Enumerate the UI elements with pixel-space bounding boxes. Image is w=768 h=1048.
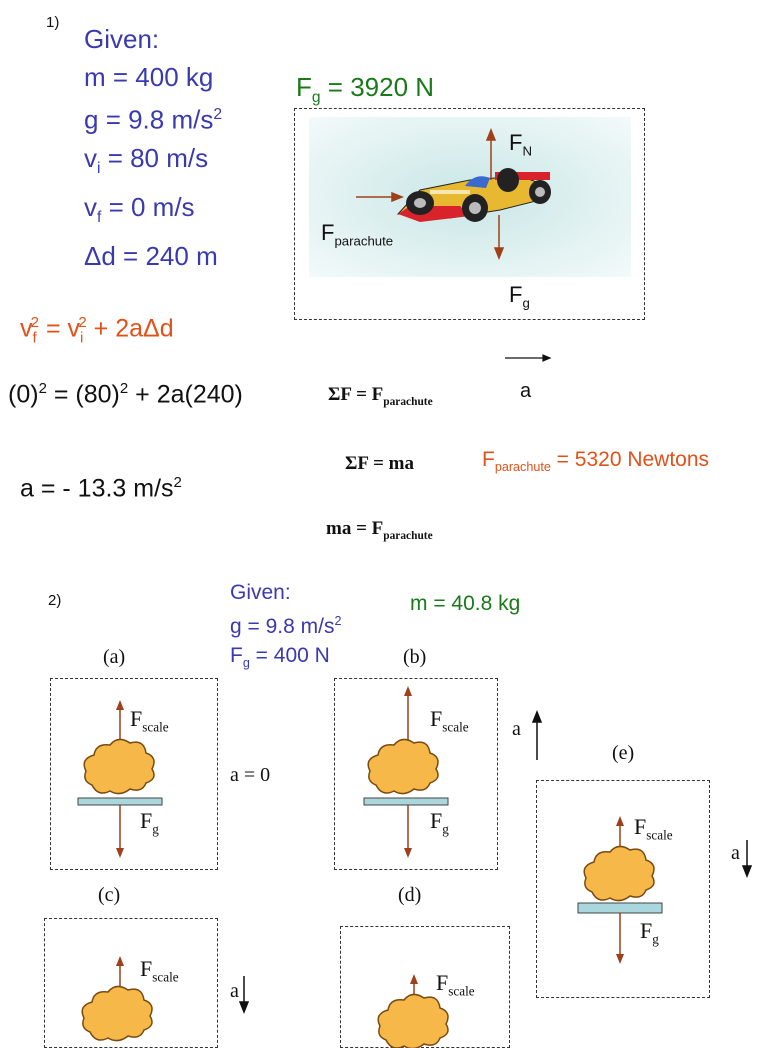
problem1-drawings — [356, 127, 552, 362]
problem2-drawings — [77, 686, 753, 1048]
scale-box-e — [536, 780, 710, 998]
scale-a — [77, 700, 163, 858]
label-d: (d) — [398, 884, 422, 906]
label-a: (a) — [103, 646, 126, 668]
p2-given-weight: Fg = 400 N — [230, 644, 330, 671]
fg-value-label: Fg = 3920 N — [296, 72, 435, 107]
mass-result: m = 40.8 kg — [410, 592, 521, 615]
given-displacement: Δd = 240 m — [84, 241, 218, 272]
sum-force-parachute: ΣF = Fparachute — [328, 384, 433, 408]
label-c: (c) — [98, 884, 121, 906]
given-vf: vf = 0 m/s — [84, 191, 195, 227]
label-b: (b) — [403, 646, 427, 668]
accel-zero-label: a = 0 — [230, 764, 271, 786]
fg-label-b: Fg — [430, 808, 449, 837]
given-mass: m = 400 kg — [84, 62, 214, 92]
scale-e — [577, 816, 663, 964]
fscale-label-b: Fscale — [430, 706, 469, 735]
race-car-icon — [396, 168, 551, 222]
p2-given-title: Given: — [230, 581, 291, 604]
kinematic-equation: vf2 = vi2 + 2aΔd — [20, 314, 174, 347]
ma-equals-fparachute: ma = Fparachute — [326, 518, 433, 542]
accel-label-e: a — [731, 842, 740, 864]
accel-label-b: a — [512, 718, 521, 740]
given-vi: vi = 80 m/s — [84, 142, 209, 177]
fn-label: FN — [509, 130, 532, 159]
given-gravity: g = 9.8 m/s2 — [84, 104, 223, 135]
fscale-label-c: Fscale — [140, 956, 179, 985]
acceleration-result: a = - 13.3 m/s2 — [20, 474, 182, 503]
scale-box-a — [50, 678, 218, 870]
fscale-label-e: Fscale — [634, 814, 673, 843]
fg-label-e: Fg — [640, 918, 659, 947]
sum-force-ma: ΣF = ma — [345, 453, 414, 474]
problem1-number: 1) — [46, 14, 60, 31]
scale-c — [81, 956, 153, 1042]
fparachute-result: Fparachute = 5320 Newtons — [482, 448, 710, 475]
problem2-given-list: Given: g = 9.8 m/s2 Fg = 400 N — [230, 578, 341, 678]
problem2-number: 2) — [48, 592, 62, 609]
scale-d — [377, 974, 449, 1048]
fparachute-label: Fparachute — [321, 220, 394, 249]
p2-given-gravity: g = 9.8 m/s2 — [230, 614, 342, 638]
fscale-label-a: Fscale — [130, 706, 169, 735]
fg-diagram-label: Fg — [509, 282, 530, 311]
fg-label-a: Fg — [140, 808, 159, 837]
problem1-given-list: Given: m = 400 kg g = 9.8 m/s2 vi = 80 m… — [84, 20, 222, 275]
substitution-equation: (0)2 = (80)2 + 2a(240) — [8, 380, 243, 409]
fscale-label-d: Fscale — [436, 970, 475, 999]
scale-b — [363, 686, 449, 858]
label-e: (e) — [612, 742, 635, 764]
given-title: Given: — [84, 24, 160, 54]
accel-label-c: a — [230, 980, 239, 1002]
scale-box-b — [334, 678, 498, 870]
acceleration-label: a — [520, 380, 532, 402]
